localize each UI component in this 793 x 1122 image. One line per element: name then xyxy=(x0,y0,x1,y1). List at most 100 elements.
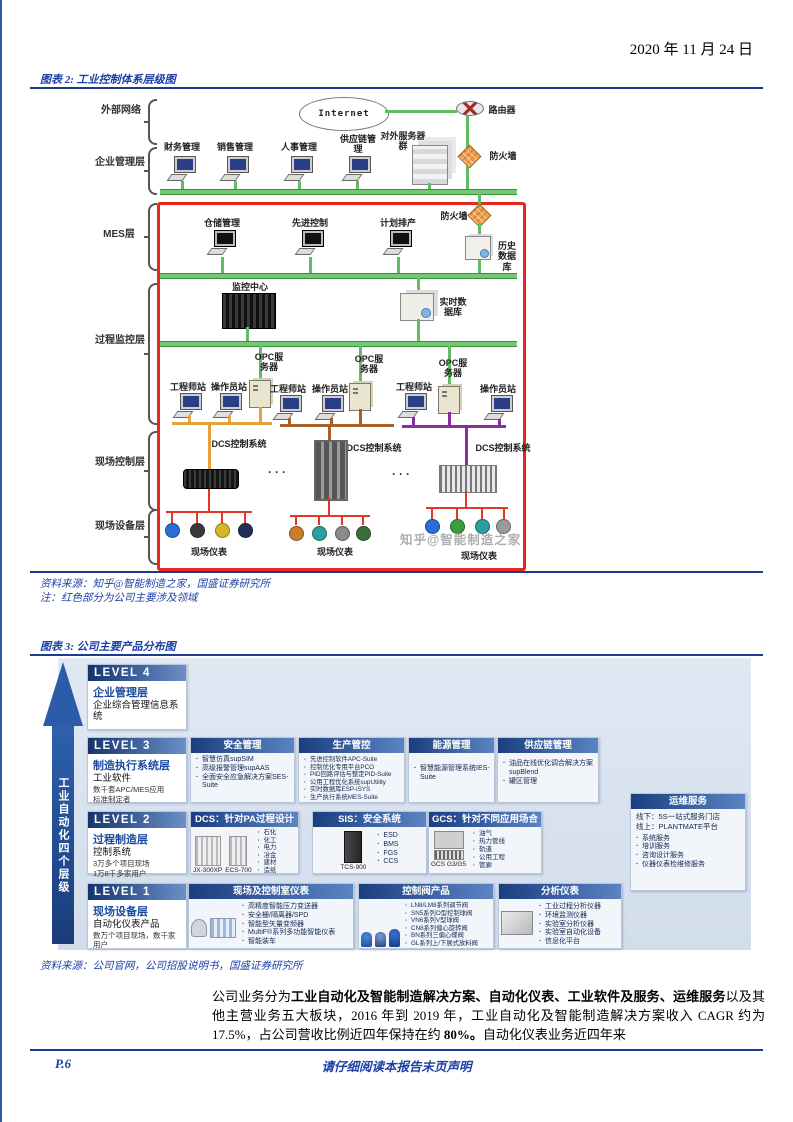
field-line xyxy=(431,507,433,519)
product-item: 油气 xyxy=(472,830,505,838)
field-line xyxy=(196,511,198,523)
monitor-center-label: 监控中心 xyxy=(231,282,268,292)
dcs-caption: JX-300XP xyxy=(193,867,223,875)
product-item: 化工 xyxy=(257,837,277,845)
network-line xyxy=(228,416,231,423)
field-instruments-label: 现场仪表 xyxy=(316,547,353,557)
box-production-title: 生产管控 xyxy=(299,738,404,753)
internet-cloud-icon: Internet xyxy=(299,97,389,131)
level-4-box: LEVEL 4 企业管理层 企业综合管理信息系统 xyxy=(87,664,187,730)
layer-label-mes: MES层 xyxy=(103,229,135,240)
product-item: 环境监测仪器 xyxy=(538,912,601,921)
node-label-scheduling: 计划排产 xyxy=(379,218,416,228)
layer-label-field-device: 现场设备层 xyxy=(95,521,145,532)
instrument-icon xyxy=(190,523,205,538)
level-2-title: 过程制造层 xyxy=(93,834,148,846)
computer-icon xyxy=(397,393,427,418)
field-line xyxy=(221,511,223,523)
para-bold-percent: 80%。 xyxy=(443,1026,483,1042)
firewall-icon xyxy=(457,144,482,169)
instrument-icon xyxy=(165,523,180,538)
computer-icon xyxy=(314,395,344,420)
control-bus xyxy=(465,428,468,465)
figure2-diagram: 外部网络 企业管理层 MES层 过程监控层 现场控制层 现场设备层 Intern… xyxy=(62,95,762,573)
node-label-hr: 人事管理 xyxy=(280,142,317,152)
network-line xyxy=(330,418,333,424)
control-bus xyxy=(402,425,506,428)
gcs-product-image xyxy=(433,850,464,860)
box-gcs-title: GCS：针对不同应用场合 xyxy=(429,812,541,827)
network-line xyxy=(188,416,191,423)
product-item: 生产执行系统MES-Suite xyxy=(303,794,400,802)
opc-server-icon xyxy=(438,386,460,414)
dcs-cabinet-icon xyxy=(314,440,348,501)
control-bus xyxy=(328,427,331,440)
instrument-icon xyxy=(356,526,371,541)
computer-icon xyxy=(172,393,202,418)
product-item: 智能型矢量变频器 xyxy=(241,921,335,930)
product-item: FGS xyxy=(376,850,398,859)
engineer-station-label: 工程师站 xyxy=(169,382,206,392)
field-line xyxy=(503,507,505,519)
brace-shape xyxy=(148,431,157,511)
box-supply-chain: 供应链管理 油品在线优化调合解决方案supBlend 罐区管理 xyxy=(497,737,599,803)
product-item: 先进控制软件APC-Suite xyxy=(303,756,400,764)
product-item: 轨道 xyxy=(472,846,505,854)
product-item: 高级报警管理supAAS xyxy=(195,765,290,774)
product-item: 控制优化专用平台PCO xyxy=(303,764,400,772)
instrument-icon xyxy=(289,526,304,541)
field-line xyxy=(166,511,252,513)
figure3-top-rule xyxy=(30,654,763,656)
figure2-source: 资料来源：知乎@智能制造之家，国盛证券研究所 xyxy=(40,579,271,590)
network-line xyxy=(478,260,481,273)
figure2-title: 图表 2: 工业控制体系层级图 xyxy=(40,74,176,86)
instrument-icon xyxy=(475,519,490,534)
product-item: 管廊 xyxy=(472,862,505,870)
body-paragraph: 公司业务分为工业自动化及智能制造解决方案、自动化仪表、工业软件及服务、运维服务以… xyxy=(212,988,765,1045)
product-item: 智慧仿真supSIM xyxy=(195,756,290,765)
product-item: 公用工程优化系统supUtility xyxy=(303,779,400,787)
level-3-note: 标准制定者 xyxy=(93,795,131,805)
level-3-tag: LEVEL 3 xyxy=(88,738,186,754)
level-1-title: 现场设备层 xyxy=(93,906,148,918)
para-tail: 自动化仪表业务近四年来 xyxy=(482,1026,626,1042)
product-item: 智慧能源管理系统IES-Suite xyxy=(413,765,490,783)
box-analyzers-title: 分析仪表 xyxy=(499,884,621,899)
instrument-icon xyxy=(335,526,350,541)
product-item: 智能装车 xyxy=(241,938,335,947)
product-item: 咨询设计服务 xyxy=(635,852,741,861)
network-bus xyxy=(160,189,517,195)
node-label-warehouse: 仓储管理 xyxy=(203,218,240,228)
level-3-note: 数千套APC/MES应用 xyxy=(93,785,165,795)
gcs-product-image xyxy=(433,831,464,849)
brace-shape xyxy=(148,509,157,565)
box-gcs: GCS：针对不同应用场合 GCS G3/G5 油气 热力管线 轨道 公用工程 管… xyxy=(428,811,542,874)
box-field-room-title: 现场及控制室仪表 xyxy=(189,884,353,899)
product-item: MultiF®系列多功能智能仪表 xyxy=(241,929,335,938)
figure3-diagram: 工业自动化四个层级 LEVEL 4 企业管理层 企业综合管理信息系统 LEVEL… xyxy=(40,658,753,956)
level-3-box: LEVEL 3 制造执行系统层 工业软件 数千套APC/MES应用 标准制定者 xyxy=(87,737,187,805)
figure2-note: 注：红色部分为公司主要涉及领域 xyxy=(40,593,198,604)
instrument-icon xyxy=(425,519,440,534)
network-line xyxy=(359,409,362,424)
gcs-caption: GCS G3/G5 xyxy=(431,861,467,868)
network-line xyxy=(234,181,237,189)
product-item: 电力 xyxy=(257,844,277,852)
ellipsis-label: ··· xyxy=(268,465,289,479)
product-item: 冶金 xyxy=(257,852,277,860)
network-bus xyxy=(160,341,517,347)
dcs-product-image xyxy=(194,836,221,867)
product-item: 全面安全应急解决方案SES-Suite xyxy=(195,774,290,792)
product-item: 罐区管理 xyxy=(502,778,594,787)
layer-label-field-control: 现场控制层 xyxy=(95,457,145,468)
dcs-system-label: DCS控制系统 xyxy=(475,443,531,453)
box-dcs: DCS：针对PA过程设计 JX-300XP ECS-700 石化 化工 电力 xyxy=(190,811,299,874)
computer-icon xyxy=(219,156,249,181)
dcs-system-label: DCS控制系统 xyxy=(346,443,402,453)
computer-icon xyxy=(294,230,324,255)
watermark: 知乎@智能制造之家 xyxy=(400,533,522,547)
level-1-subtitle: 自动化仪表产品 xyxy=(93,919,160,930)
field-line xyxy=(295,515,297,525)
control-bus xyxy=(172,422,272,425)
product-item: 热力管线 xyxy=(472,838,505,846)
